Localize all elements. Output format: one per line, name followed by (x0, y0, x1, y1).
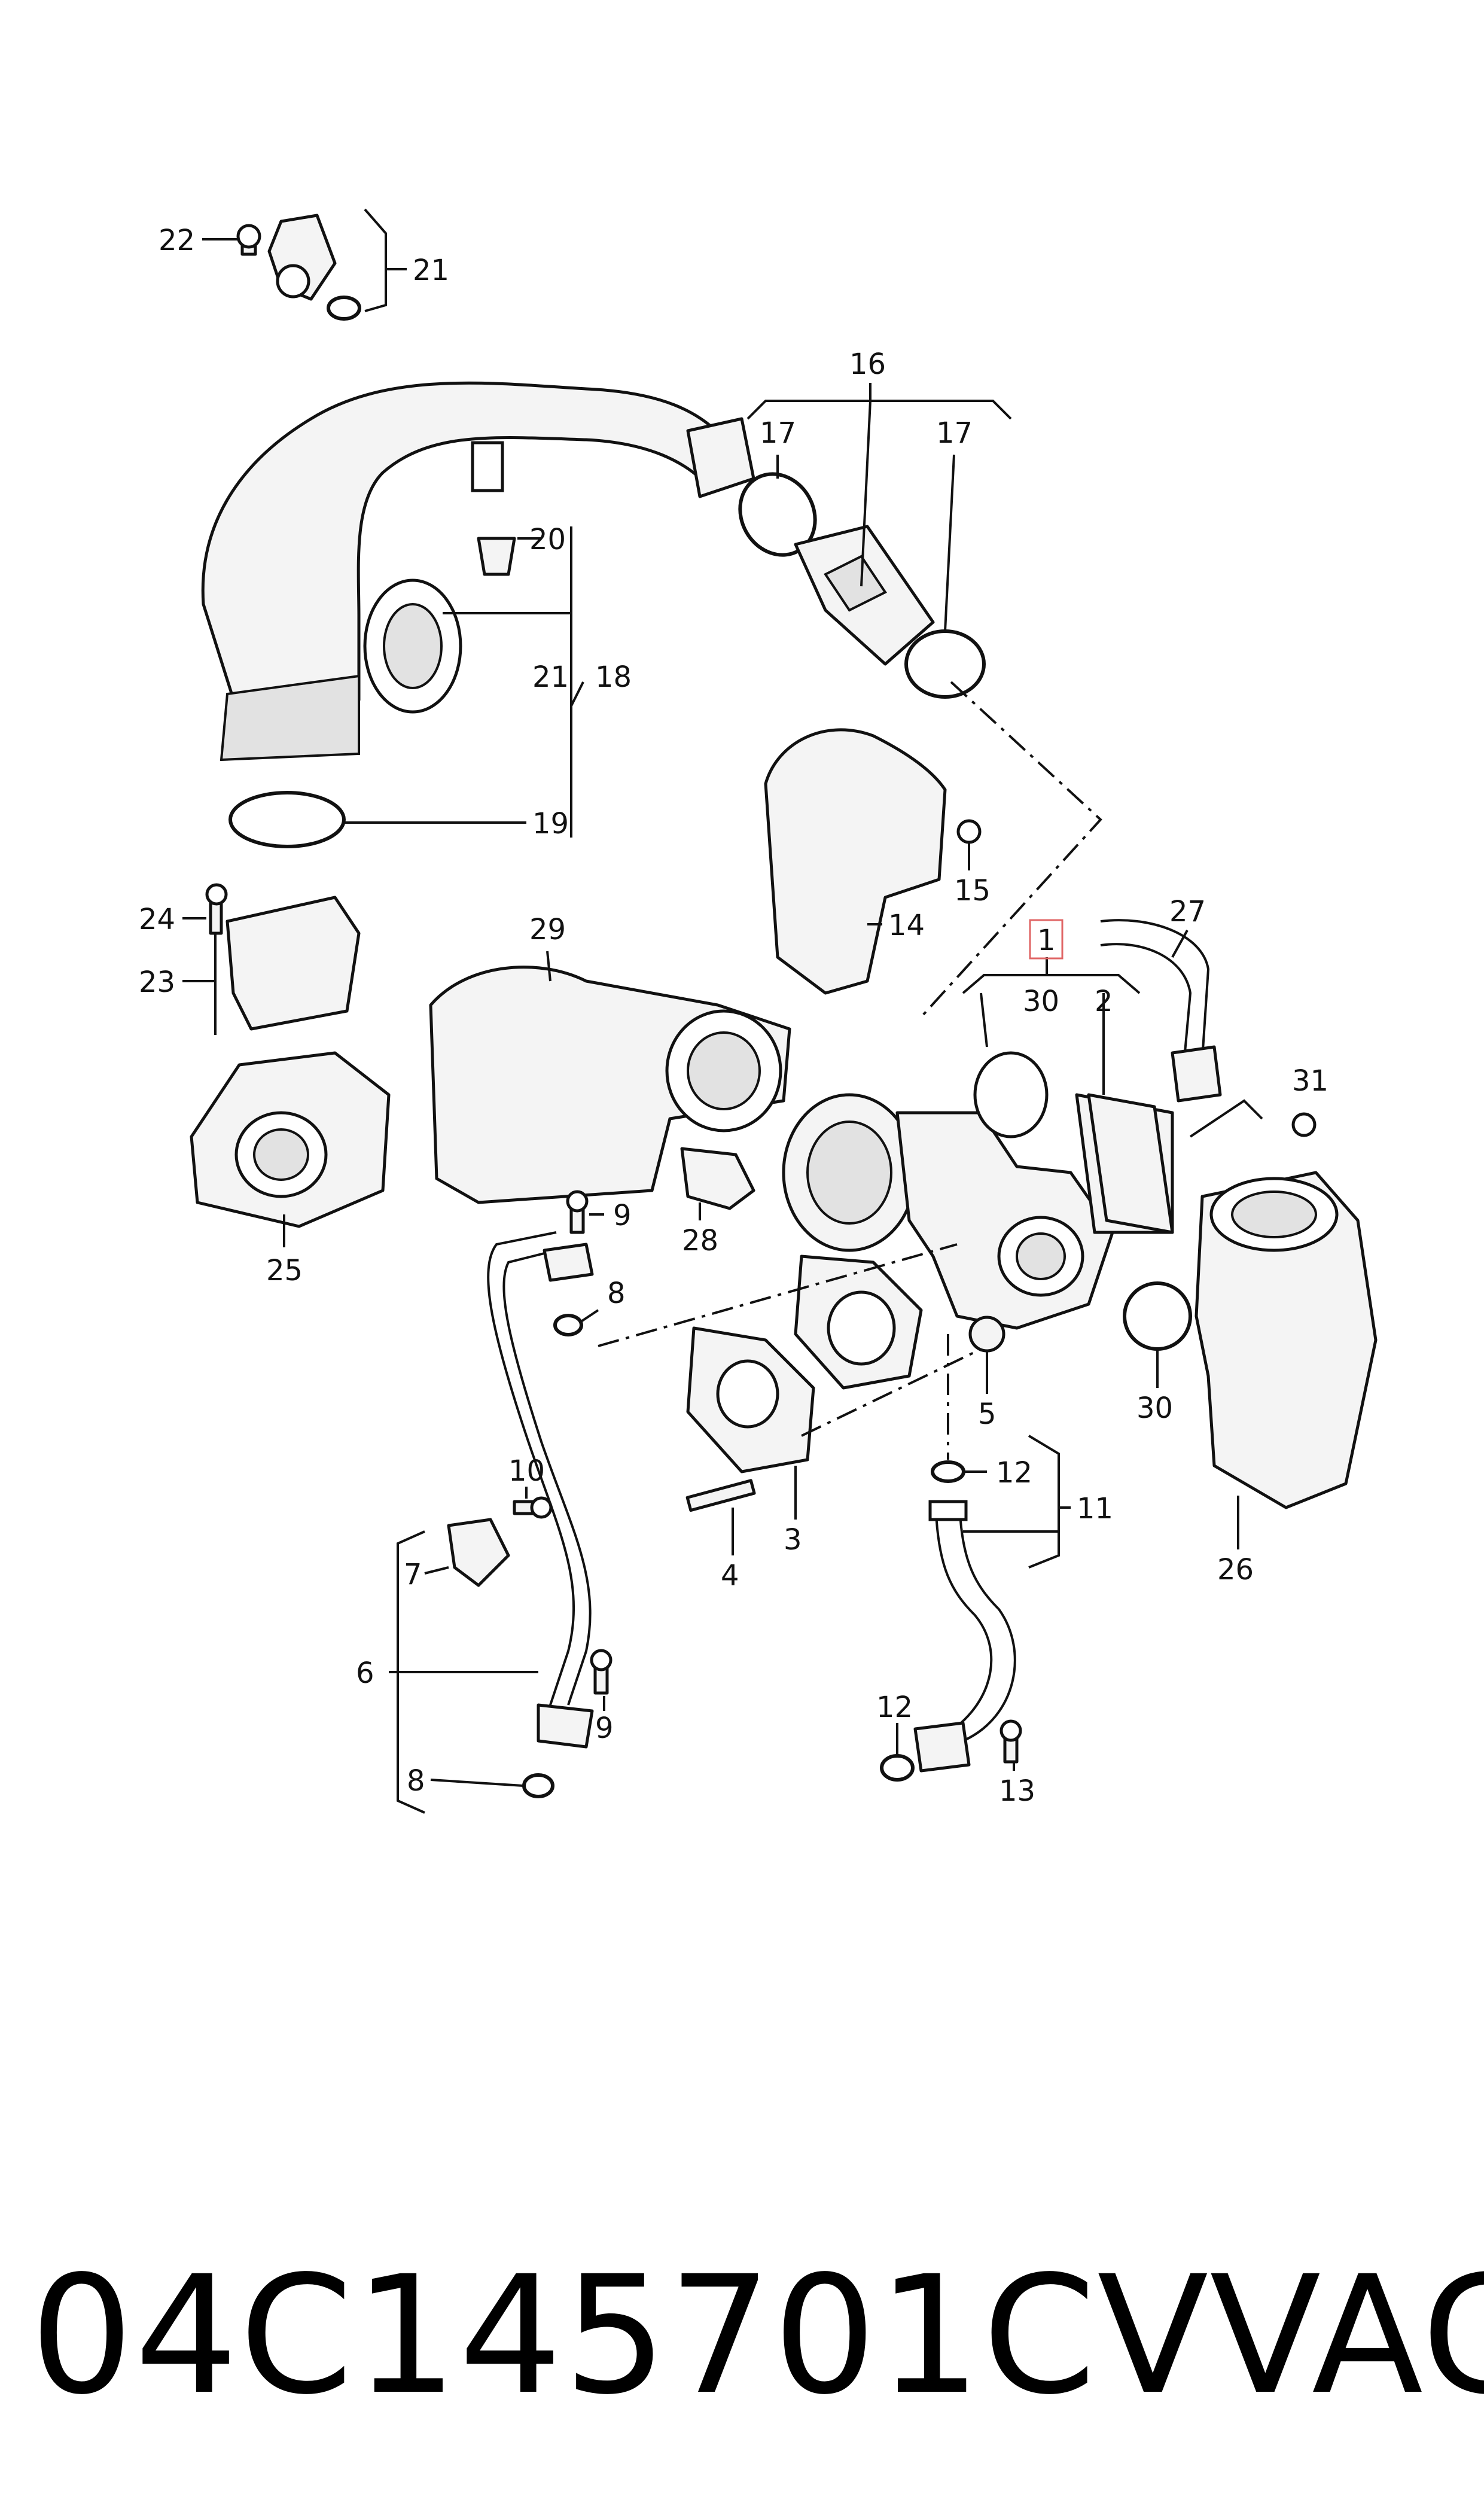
grommet-20 (477, 537, 516, 576)
callout-13: 13 (999, 1774, 1035, 1808)
callout-8: 8 (607, 1277, 626, 1310)
callout-10: 10 (508, 1454, 545, 1488)
callout-1-highlight (1029, 919, 1064, 960)
callout-2: 2 (1095, 985, 1113, 1018)
brand-label: VAG (1209, 2242, 1484, 2431)
callout-labels: 22 21 16 17 17 20 21 18 19 15 14 24 23 2… (139, 224, 1328, 1808)
callout-17: 17 (760, 416, 796, 450)
callout-9: 9 (613, 1199, 632, 1232)
callout-20: 20 (529, 523, 566, 556)
bracket-23 (205, 883, 361, 1031)
callout-22: 22 (159, 224, 195, 257)
callout-17: 17 (936, 416, 973, 450)
callout-16: 16 (849, 348, 886, 381)
flange-2 (1087, 1093, 1174, 1234)
callout-1: 1 (1037, 924, 1056, 957)
o-ring-19 (228, 791, 346, 848)
callout-12: 12 (876, 1691, 913, 1724)
connector-16-seals-17 (738, 472, 986, 699)
callout-25: 25 (266, 1254, 303, 1287)
callout-12: 12 (996, 1456, 1032, 1490)
turbocharger-1 (782, 1051, 1174, 1330)
callout-30: 30 (1136, 1392, 1173, 1425)
stud-4 (685, 1479, 756, 1512)
callout-15: 15 (954, 874, 991, 908)
part-number: 04C145701CV (30, 2242, 1210, 2431)
callout-27: 27 (1169, 895, 1206, 928)
callout-4: 4 (721, 1559, 739, 1593)
callout-26: 26 (1217, 1553, 1254, 1587)
callout-5: 5 (978, 1397, 997, 1431)
callout-19: 19 (532, 807, 569, 841)
oil-return-pipe-11 (880, 1460, 1022, 1782)
o-ring-30 (1123, 1281, 1192, 1351)
callout-6: 6 (356, 1657, 374, 1690)
leader-lines (182, 208, 1263, 1814)
callout-3: 3 (784, 1523, 802, 1557)
charge-air-pipe-18 (201, 381, 755, 762)
callout-21: 21 (413, 254, 449, 287)
oil-pipe-6 (487, 1190, 613, 1798)
intake-pipe-29 (429, 966, 791, 1204)
callout-23: 23 (139, 966, 175, 999)
oil-line-27 (1100, 919, 1317, 1137)
outlet-pipe-26 (1194, 1171, 1378, 1509)
callout-11: 11 (1077, 1492, 1113, 1526)
callout-7: 7 (404, 1558, 422, 1591)
callout-30: 30 (1023, 985, 1059, 1018)
heat-shield-14 (764, 728, 947, 995)
pressure-sensor-21 (236, 214, 361, 321)
assembly-lines (598, 681, 1102, 1460)
callout-9: 9 (595, 1712, 614, 1745)
callout-31: 31 (1292, 1064, 1328, 1098)
callout-8: 8 (407, 1764, 425, 1798)
sensor-28 (680, 1147, 755, 1210)
callout-28: 28 (682, 1224, 718, 1258)
callout-14: 14 (888, 909, 925, 942)
throttle-valve-25 (190, 1051, 391, 1228)
exploded-parts-diagram: 22 21 16 17 17 20 21 18 19 15 14 24 23 2… (139, 208, 1378, 1814)
part-caption: 04C145701CV VAG (30, 2237, 1484, 2435)
callout-29: 29 (529, 913, 566, 946)
callout-21: 21 (532, 660, 569, 694)
nut-5 (968, 1316, 1005, 1353)
callout-24: 24 (139, 903, 175, 936)
callout-18: 18 (595, 660, 632, 694)
clamp-7 (447, 1496, 553, 1587)
